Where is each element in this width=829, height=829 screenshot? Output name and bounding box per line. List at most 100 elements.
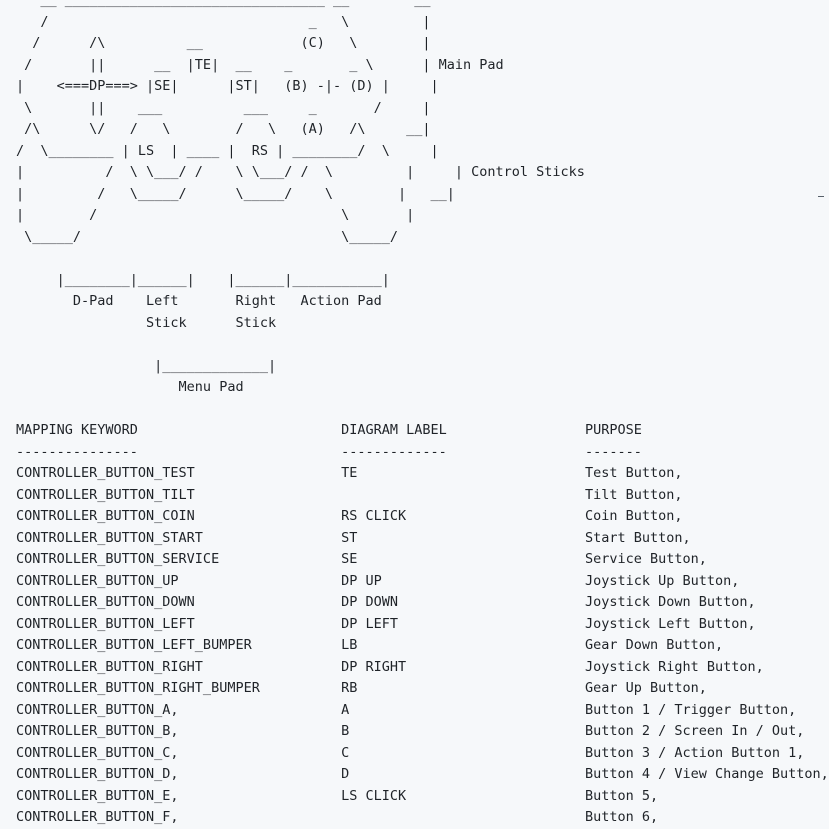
diagram-label-cell: DP RIGHT	[341, 658, 585, 675]
diagram-line: | <===DP===> |SE| |ST| (B) -|- (D) | |	[16, 78, 439, 94]
table-row: CONTROLLER_BUTTON_TILT Tilt Button,	[16, 485, 824, 507]
mapping-keyword-cell: CONTROLLER_BUTTON_F,	[16, 809, 342, 825]
mapping-keyword-cell: CONTROLLER_BUTTON_TEST	[16, 465, 342, 481]
scroll-indicator	[818, 196, 824, 197]
diagram-label-cell	[341, 809, 585, 825]
mapping-keyword-cell: CONTROLLER_BUTTON_TILT	[16, 486, 342, 503]
diagram-line: / \________ | LS | ____ | RS | ________/…	[16, 142, 439, 159]
table-row: CONTROLLER_BUTTON_LEFT_BUMPER LB Gear Do…	[16, 635, 824, 657]
purpose-cell: Gear Up Button,	[584, 680, 707, 696]
table-row: CONTROLLER_BUTTON_COIN RS CLICK Coin But…	[16, 506, 824, 528]
table-row: CONTROLLER_BUTTON_B, B Button 2 / Screen…	[16, 721, 824, 743]
controller-ascii-diagram: __ ________________________________ __ _…	[16, 0, 824, 420]
mapping-keyword-cell: CONTROLLER_BUTTON_A,	[16, 701, 342, 718]
diagram-label-cell: RB	[341, 680, 585, 696]
table-row: CONTROLLER_BUTTON_A, A Button 1 / Trigge…	[16, 700, 824, 722]
diagram-line	[16, 399, 824, 421]
diagram-line: \_____/ \_____/	[16, 228, 399, 245]
purpose-cell: Joystick Down Button,	[584, 594, 756, 610]
diagram-label-cell: LS CLICK	[341, 787, 585, 804]
diagram-line: |________|______| |______|___________|	[16, 271, 390, 288]
table-row: CONTROLLER_BUTTON_UP DP UP Joystick Up B…	[16, 571, 824, 593]
mapping-keyword-cell: CONTROLLER_BUTTON_RIGHT	[16, 658, 342, 675]
mapping-keyword-cell: MAPPING KEYWORD	[16, 422, 342, 438]
diagram-line: / || __ |TE| __ _ _ \ | Main Pad	[16, 56, 504, 73]
purpose-cell: -------	[584, 443, 642, 460]
diagram-line: __ ________________________________ __ _…	[16, 0, 431, 8]
diagram-label-cell: DP DOWN	[341, 594, 585, 610]
table-row: CONTROLLER_BUTTON_E, LS CLICK Button 5,	[16, 786, 824, 808]
mapping-keyword-cell: CONTROLLER_BUTTON_DOWN	[16, 594, 342, 610]
purpose-cell: Coin Button,	[584, 508, 683, 524]
purpose-cell: PURPOSE	[584, 422, 642, 438]
table-separator-row: --------------- ------------- -------	[16, 442, 824, 464]
diagram-label-cell: LB	[341, 637, 585, 653]
mapping-keyword-cell: CONTROLLER_BUTTON_UP	[16, 572, 342, 589]
purpose-cell: Tilt Button,	[584, 486, 683, 503]
diagram-label-cell: D	[341, 766, 585, 782]
diagram-label-cell: DIAGRAM LABEL	[341, 422, 585, 438]
diagram-line: | / \_____/ \_____/ \ | __|	[16, 185, 455, 202]
diagram-line: /\ \/ / \ / \ (A) /\ __|	[16, 121, 431, 137]
purpose-cell: Button 5,	[584, 787, 659, 804]
diagram-label-cell: -------------	[341, 443, 585, 460]
mapping-keyword-cell: CONTROLLER_BUTTON_C,	[16, 744, 342, 761]
table-row: CONTROLLER_BUTTON_START ST Start Button,	[16, 528, 824, 550]
diagram-line: | / \ \___/ / \ \___/ / \ | | Control St…	[16, 164, 585, 180]
mapping-keyword-cell: ---------------	[16, 443, 342, 460]
purpose-cell: Joystick Up Button,	[584, 572, 740, 589]
mapping-keyword-cell: CONTROLLER_BUTTON_B,	[16, 723, 342, 739]
diagram-line	[16, 334, 824, 356]
diagram-label-cell: A	[341, 701, 585, 718]
mapping-keyword-cell: CONTROLLER_BUTTON_RIGHT_BUMPER	[16, 680, 342, 696]
diagram-label-cell: TE	[341, 465, 585, 481]
purpose-cell: Service Button,	[584, 551, 707, 567]
diagram-label-cell: SE	[341, 551, 585, 567]
table-row: CONTROLLER_BUTTON_DOWN DP DOWN Joystick …	[16, 592, 824, 614]
diagram-line: |_____________|	[16, 357, 277, 374]
purpose-cell: Joystick Right Button,	[584, 658, 764, 675]
diagram-line: \ || ___ ___ _ / |	[16, 99, 431, 116]
table-header-row: MAPPING KEYWORD DIAGRAM LABEL PURPOSE	[16, 420, 824, 442]
diagram-label-cell: B	[341, 723, 585, 739]
diagram-label-cell: RS CLICK	[341, 508, 585, 524]
diagram-label-cell: C	[341, 744, 585, 761]
purpose-cell: Button 3 / Action Button 1,	[584, 744, 805, 761]
table-row: CONTROLLER_BUTTON_TEST TE Test Button,	[16, 463, 824, 485]
mapping-keyword-cell: CONTROLLER_BUTTON_START	[16, 529, 342, 546]
mapping-keyword-cell: CONTROLLER_BUTTON_COIN	[16, 508, 342, 524]
mapping-keyword-cell: CONTROLLER_BUTTON_LEFT	[16, 615, 342, 632]
purpose-cell: Test Button,	[584, 465, 683, 481]
mapping-keyword-cell: CONTROLLER_BUTTON_SERVICE	[16, 551, 342, 567]
purpose-cell: Start Button,	[584, 529, 691, 546]
diagram-label-cell	[341, 487, 585, 503]
table-row: CONTROLLER_BUTTON_D, D Button 4 / View C…	[16, 764, 829, 786]
purpose-cell: Button 1 / Trigger Button,	[584, 701, 797, 718]
table-row: CONTROLLER_BUTTON_RIGHT_BUMPER RB Gear U…	[16, 678, 824, 700]
diagram-label-cell: ST	[341, 529, 585, 546]
mapping-keyword-cell: CONTROLLER_BUTTON_E,	[16, 787, 342, 804]
purpose-cell: Button 6,	[584, 809, 659, 825]
table-row: CONTROLLER_BUTTON_C, C Button 3 / Action…	[16, 743, 824, 765]
table-row: CONTROLLER_BUTTON_RIGHT DP RIGHT Joystic…	[16, 657, 824, 679]
table-row: CONTROLLER_BUTTON_SERVICE SE Service But…	[16, 549, 824, 571]
mapping-table: MAPPING KEYWORD DIAGRAM LABEL PURPOSE---…	[16, 420, 829, 829]
mapping-keyword-cell: CONTROLLER_BUTTON_D,	[16, 766, 342, 782]
diagram-line: D-Pad Left Right Action Pad	[16, 293, 382, 309]
diagram-line	[16, 248, 824, 270]
purpose-cell: Button 2 / Screen In / Out,	[584, 723, 805, 739]
purpose-cell: Joystick Left Button,	[584, 615, 756, 632]
table-row: CONTROLLER_BUTTON_F, Button 6,	[16, 807, 824, 829]
diagram-line: Menu Pad	[16, 379, 244, 395]
diagram-line: / _ \ |	[16, 13, 431, 30]
diagram-label-cell: DP UP	[341, 572, 585, 589]
table-row: CONTROLLER_BUTTON_LEFT DP LEFT Joystick …	[16, 614, 824, 636]
mapping-keyword-cell: CONTROLLER_BUTTON_LEFT_BUMPER	[16, 637, 342, 653]
diagram-label-cell: DP LEFT	[341, 615, 585, 632]
purpose-cell: Gear Down Button,	[584, 637, 724, 653]
purpose-cell: Button 4 / View Change Button,	[584, 766, 829, 782]
diagram-line: / /\ __ (C) \ |	[16, 35, 431, 51]
diagram-line: | / \ |	[16, 207, 415, 223]
